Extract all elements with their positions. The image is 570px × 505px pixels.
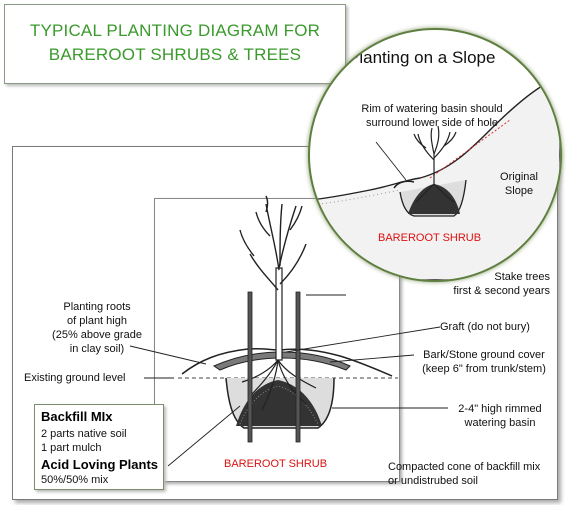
original-slope-line-1: Original (500, 171, 538, 183)
original-slope-line-2: Slope (504, 185, 534, 197)
planting-roots-line-3: (25% above grade (52, 329, 142, 341)
stake-right (295, 291, 301, 443)
bark-cover-line-1: Bark/Stone ground cover (423, 349, 545, 361)
tree-trunk (275, 267, 283, 361)
planting-roots-line-4: in clay soil) (69, 343, 125, 355)
stake-left (247, 291, 253, 443)
title-line-1: TYPICAL PLANTING DIAGRAM FOR (29, 21, 321, 40)
slope-inset-title: Planting on a Slope (348, 48, 496, 67)
original-slope-line (429, 119, 511, 179)
slope-caption: BAREROOT SHRUB (378, 232, 482, 244)
backfill-line-1: 2 parts native soil (41, 428, 127, 440)
slope-cone (408, 184, 460, 214)
watering-basin-line-2: watering basin (464, 417, 536, 429)
compacted-cone-label: Compacted cone of backfill mix or undist… (388, 460, 558, 488)
bark-cover-label: Bark/Stone ground cover (keep 6" from tr… (414, 348, 554, 376)
planting-roots-line-1: Planting roots (63, 301, 131, 313)
title-box: TYPICAL PLANTING DIAGRAM FOR BAREROOT SH… (4, 4, 346, 84)
backfill-cone (236, 380, 322, 426)
compacted-cone-line-1: Compacted cone of backfill mix (388, 461, 541, 473)
planting-roots-line-2: of plant high (67, 315, 127, 327)
acid-plants-heading: Acid Loving Plants (41, 457, 159, 472)
original-slope-label: Original Slope (494, 170, 544, 198)
slope-tree (413, 125, 457, 203)
bark-cover-line-2: (keep 6" from trunk/stem) (422, 363, 546, 375)
pointer-lines (129, 294, 448, 467)
acid-plants-line: 50%/50% mix (41, 474, 109, 486)
rim-note-label: Rim of watering basin should surround lo… (332, 102, 532, 130)
watering-basin-label: 2-4" high rimmed watering basin (440, 402, 560, 430)
backfill-heading: Backfill MIx (41, 409, 113, 424)
title-line-2: BAREROOT SHRUBS & TREES (48, 45, 302, 64)
tree-illustration-box (154, 198, 400, 482)
rim-note-line-2: surround lower side of hole (365, 117, 499, 129)
backfill-line-2: 1 part mulch (41, 442, 102, 454)
rim-note-line-1: Rim of watering basin should (361, 103, 503, 115)
graft-label: Graft (do not bury) (440, 321, 530, 333)
existing-ground-label: Existing ground level (24, 372, 126, 384)
slope-inset-circle: Planting on a Slope Rim of watering basi… (308, 28, 562, 282)
tree-roots (241, 359, 317, 411)
main-caption: BAREROOT SHRUB (224, 458, 328, 470)
tree-branches (239, 195, 307, 291)
backfill-mix-box: Backfill MIx 2 parts native soil 1 part … (34, 404, 164, 490)
slope-illustration (310, 79, 560, 280)
compacted-cone-line-2: or undistrubed soil (388, 475, 478, 487)
watering-basin-line-1: 2-4" high rimmed (458, 403, 542, 415)
stake-trees-line-2: first & second years (453, 285, 550, 297)
planting-roots-label: Planting roots of plant high (25% above … (32, 300, 162, 356)
